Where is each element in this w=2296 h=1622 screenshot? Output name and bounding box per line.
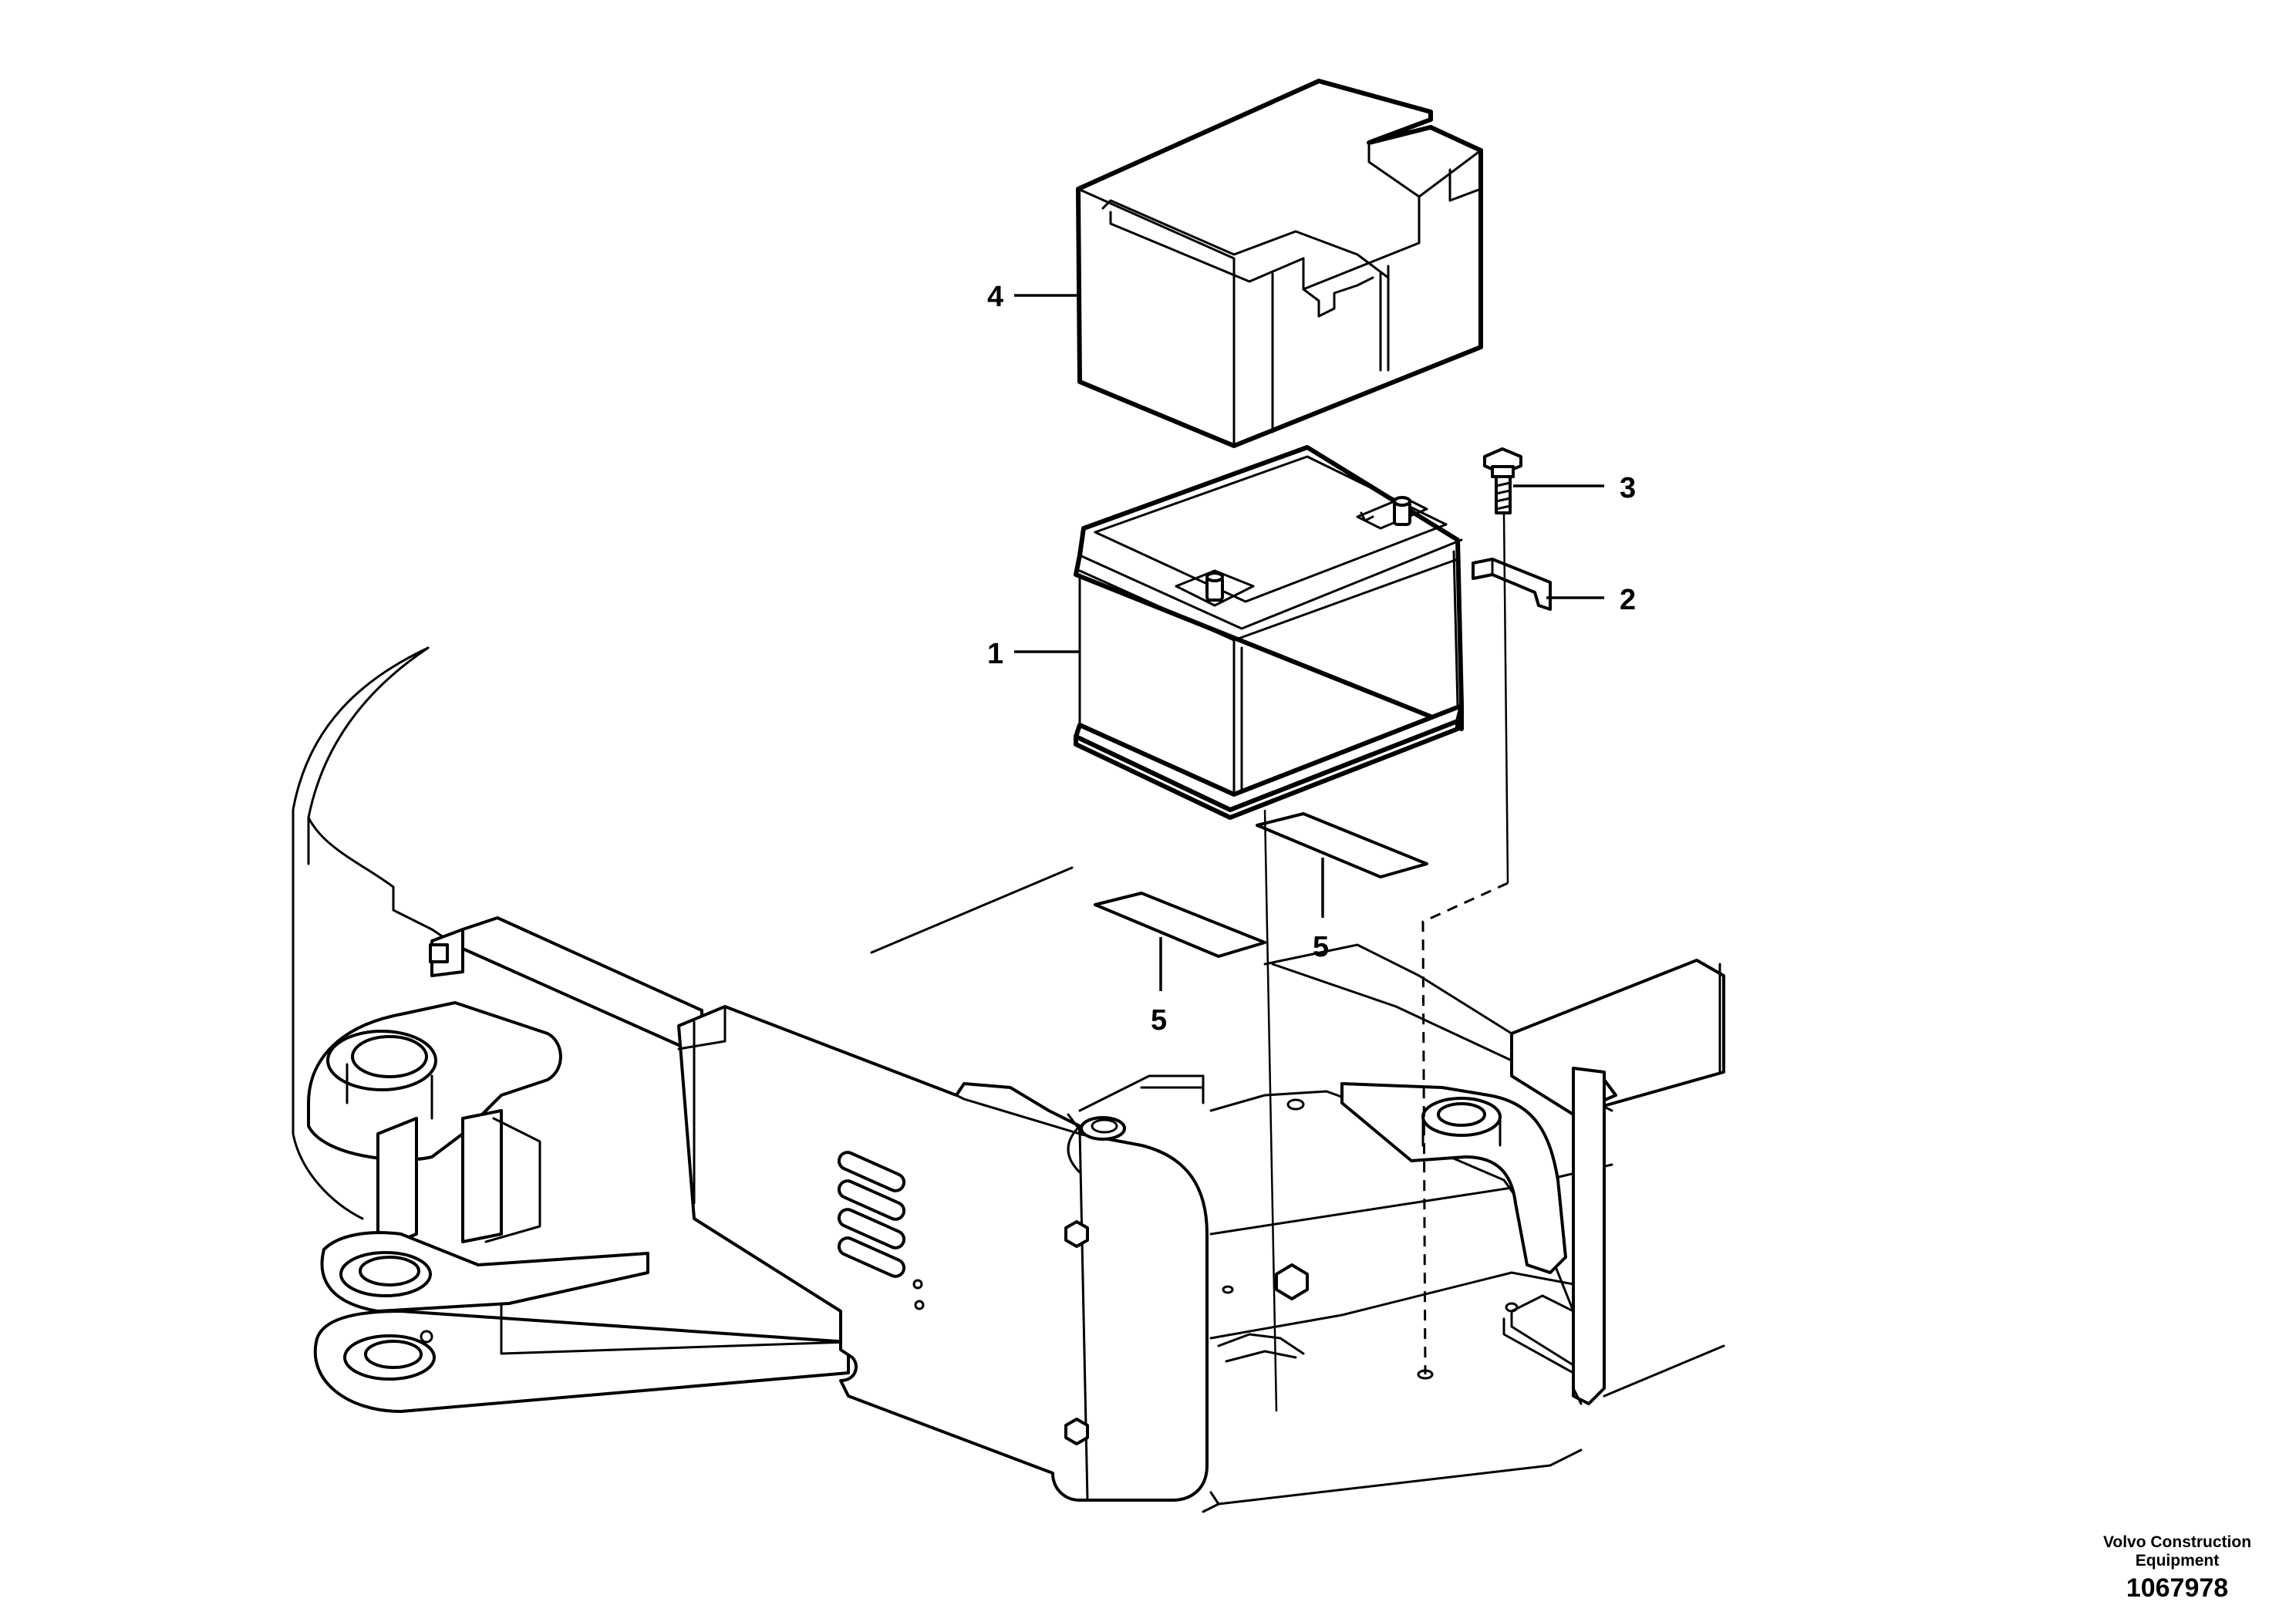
callout-1: 1: [987, 638, 1080, 670]
callout-5-right: 5: [1313, 858, 1329, 963]
callout-label-5: 5: [1151, 1004, 1167, 1037]
counterweight-housing: [677, 1005, 1209, 1502]
drawing-number: 1067978: [2126, 1573, 2229, 1603]
callout-label-5: 5: [1313, 931, 1329, 963]
alignment-lines: [1263, 512, 1509, 1412]
callout-label-4: 4: [987, 281, 1003, 313]
bolt: [1483, 447, 1522, 514]
machine-frame: [292, 646, 1725, 1513]
callout-label-1: 1: [987, 638, 1003, 670]
callout-4: 4: [987, 281, 1080, 313]
brand-line-2: Equipment: [2135, 1552, 2220, 1570]
battery-cover: [1076, 79, 1483, 448]
brand-line-1: Volvo Construction: [2102, 1533, 2252, 1551]
callout-5-left: 5: [1151, 937, 1167, 1037]
callout-label-2: 2: [1620, 584, 1636, 616]
callout-2: 2: [1546, 584, 1636, 616]
brand-name: Volvo Construction Equipment: [2081, 1533, 2274, 1570]
hold-down-clamp: [1472, 558, 1552, 611]
callout-3: 3: [1513, 472, 1636, 504]
callout-label-3: 3: [1620, 472, 1636, 504]
battery: [1074, 445, 1464, 820]
pads: [1094, 812, 1428, 958]
